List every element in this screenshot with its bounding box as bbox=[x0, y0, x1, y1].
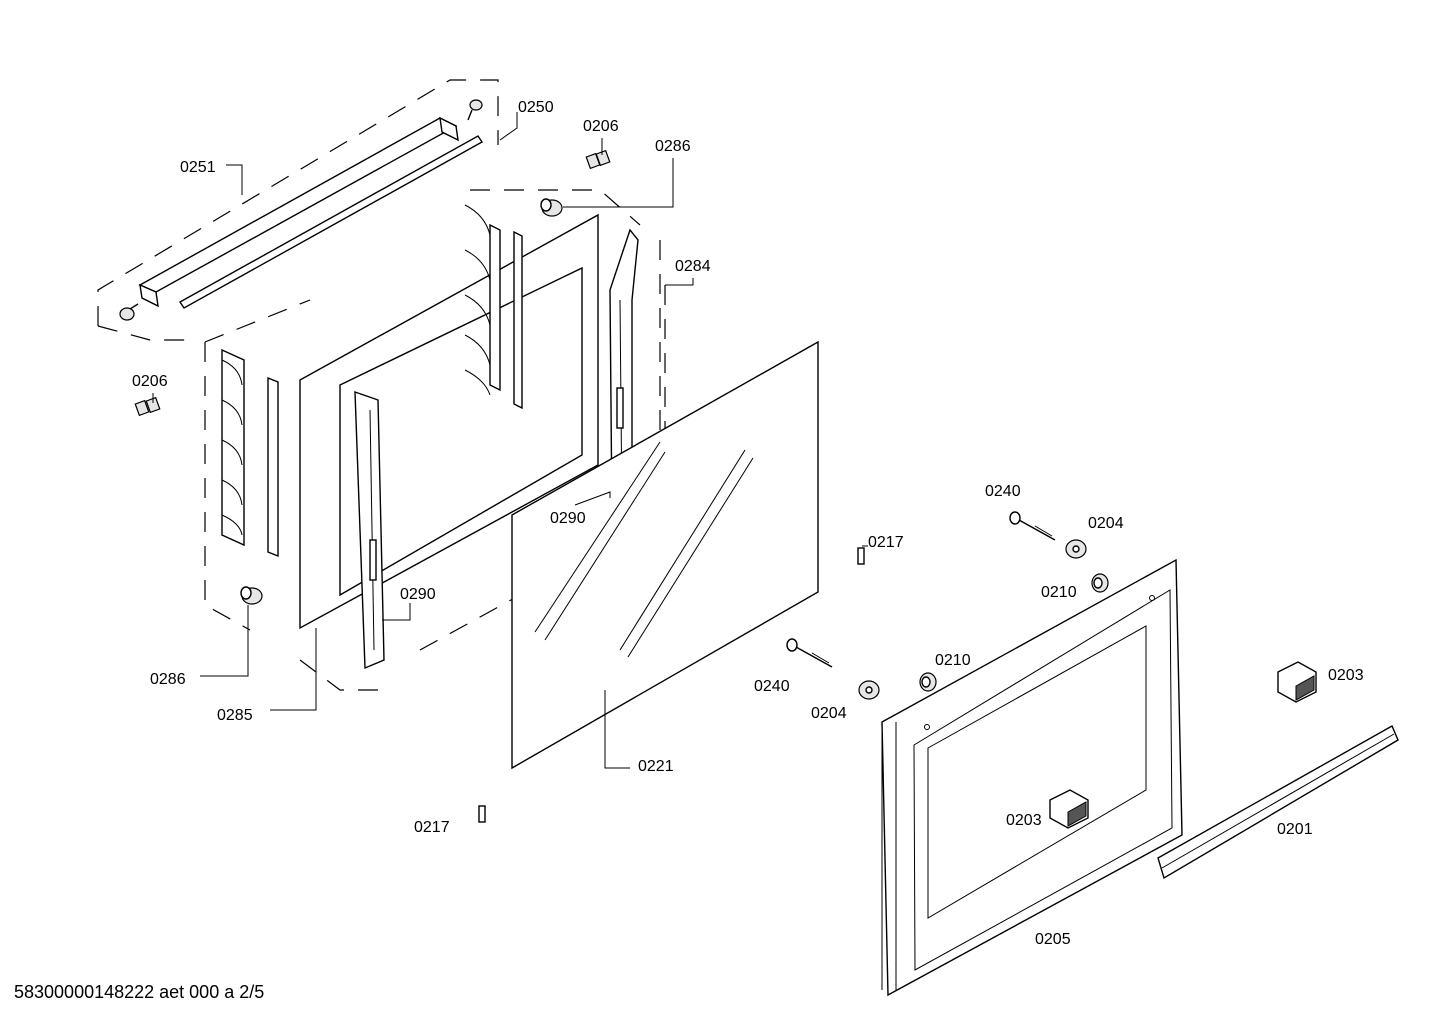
leader-lines bbox=[152, 112, 868, 769]
clip-0217-bottom bbox=[478, 805, 486, 823]
callout-0203-right: 0203 bbox=[1328, 667, 1364, 684]
clip-0217-mid bbox=[857, 547, 865, 565]
callout-0203-inner: 0203 bbox=[1006, 812, 1042, 829]
callout-0251: 0251 bbox=[180, 159, 216, 176]
outer-door-panel-0205 bbox=[881, 558, 1183, 997]
callout-0217-bottom: 0217 bbox=[414, 819, 450, 836]
left-clip-bracket bbox=[221, 348, 279, 558]
right-clip-bracket bbox=[464, 204, 523, 410]
callout-0286-top: 0286 bbox=[655, 138, 691, 155]
bolt-0240-top bbox=[1009, 511, 1056, 541]
clip-0206-left bbox=[134, 396, 161, 417]
block-0203-right bbox=[1277, 661, 1317, 703]
callout-0290-left: 0290 bbox=[400, 586, 436, 603]
callout-0204-top: 0204 bbox=[1088, 515, 1124, 532]
trim-strip-0201 bbox=[1157, 725, 1399, 880]
callout-0210-mid: 0210 bbox=[935, 652, 971, 669]
document-id: 58300000148222 aet 000 a 2/5 bbox=[14, 982, 264, 1002]
callout-0206-top: 0206 bbox=[583, 118, 619, 135]
top-strip-0250 bbox=[178, 135, 484, 309]
screw-top-left bbox=[119, 303, 139, 321]
callout-0210-top: 0210 bbox=[1041, 584, 1077, 601]
callout-0290-right: 0290 bbox=[550, 510, 586, 527]
top-rail-0251 bbox=[138, 116, 459, 308]
callout-0240-top: 0240 bbox=[985, 483, 1021, 500]
callout-0221: 0221 bbox=[638, 758, 674, 775]
callout-0250: 0250 bbox=[518, 99, 554, 116]
spacer-0210-top bbox=[1091, 573, 1109, 593]
callout-0204-mid: 0204 bbox=[811, 705, 847, 722]
inner-glass-0221 bbox=[511, 340, 819, 770]
washer-0204-mid bbox=[858, 680, 880, 700]
callout-0201: 0201 bbox=[1277, 821, 1313, 838]
callout-0206-left: 0206 bbox=[132, 373, 168, 390]
clip-0206-top bbox=[585, 149, 611, 170]
callout-0205: 0205 bbox=[1035, 931, 1071, 948]
top-rail-assembly-outline bbox=[97, 79, 499, 341]
block-0203-inner bbox=[1049, 789, 1089, 829]
callout-0217-mid: 0217 bbox=[868, 534, 904, 551]
washer-0204-top bbox=[1065, 539, 1087, 559]
callout-0284: 0284 bbox=[675, 258, 711, 275]
roller-0286-bottom bbox=[240, 586, 263, 605]
roller-0286-top bbox=[540, 198, 563, 217]
callout-0240-mid: 0240 bbox=[754, 678, 790, 695]
callout-0285: 0285 bbox=[217, 707, 253, 724]
bolt-0240-mid bbox=[786, 638, 833, 668]
hinge-bracket-left-0290 bbox=[354, 391, 385, 670]
spacer-0210-mid bbox=[919, 672, 937, 692]
screw-top-right bbox=[467, 99, 483, 121]
callout-labels: 0250 0251 0206 0286 0284 0206 0290 0290 … bbox=[14, 99, 1364, 1002]
callout-0286-bottom: 0286 bbox=[150, 671, 186, 688]
